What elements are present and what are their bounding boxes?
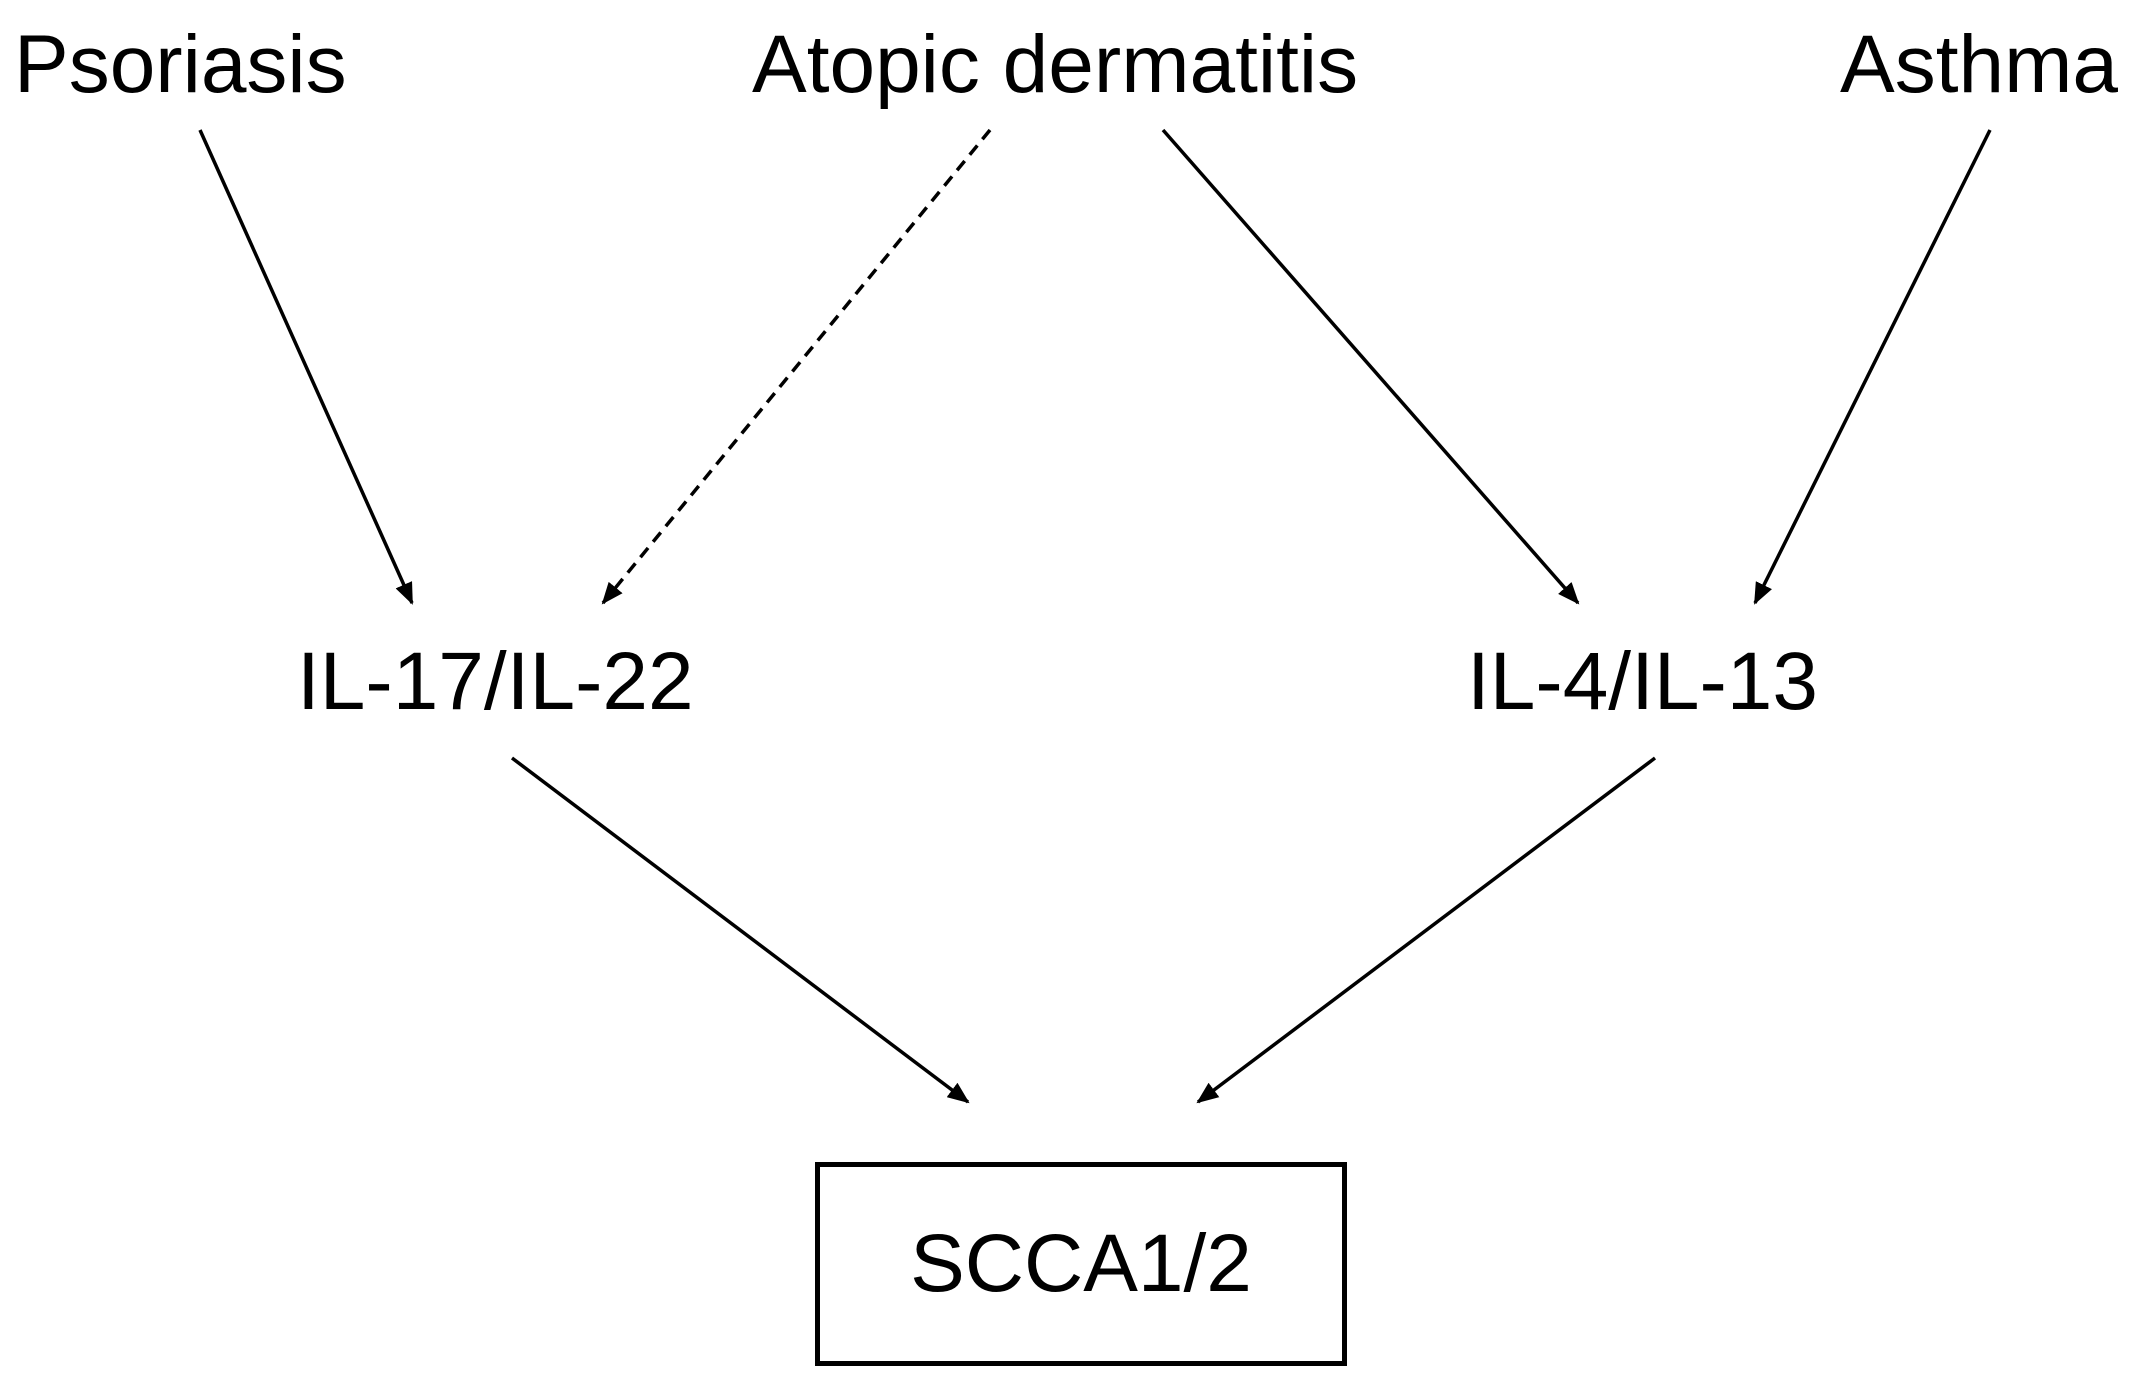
node-psoriasis: Psoriasis [14, 19, 347, 110]
arrow-asthma-to-il4-il13 [1753, 129, 1992, 605]
node-atopic-dermatitis: Atopic dermatitis [752, 19, 1359, 110]
node-il4-il13: IL-4/IL-13 [1467, 636, 1818, 727]
node-il17-il22: IL-17/IL-22 [297, 636, 694, 727]
arrow-il17-il22-to-scca [510, 756, 970, 1104]
node-scca: SCCA1/2 [910, 1218, 1252, 1309]
arrow-il4-il13-to-scca [1196, 756, 1657, 1104]
scca-box: SCCA1/2 [815, 1162, 1347, 1366]
arrow-atopic-dermatitis-to-il17-il22 [601, 128, 992, 605]
arrow-psoriasis-to-il17-il22 [198, 129, 414, 605]
arrow-atopic-dermatitis-to-il4-il13 [1161, 128, 1580, 605]
node-asthma: Asthma [1840, 19, 2118, 110]
